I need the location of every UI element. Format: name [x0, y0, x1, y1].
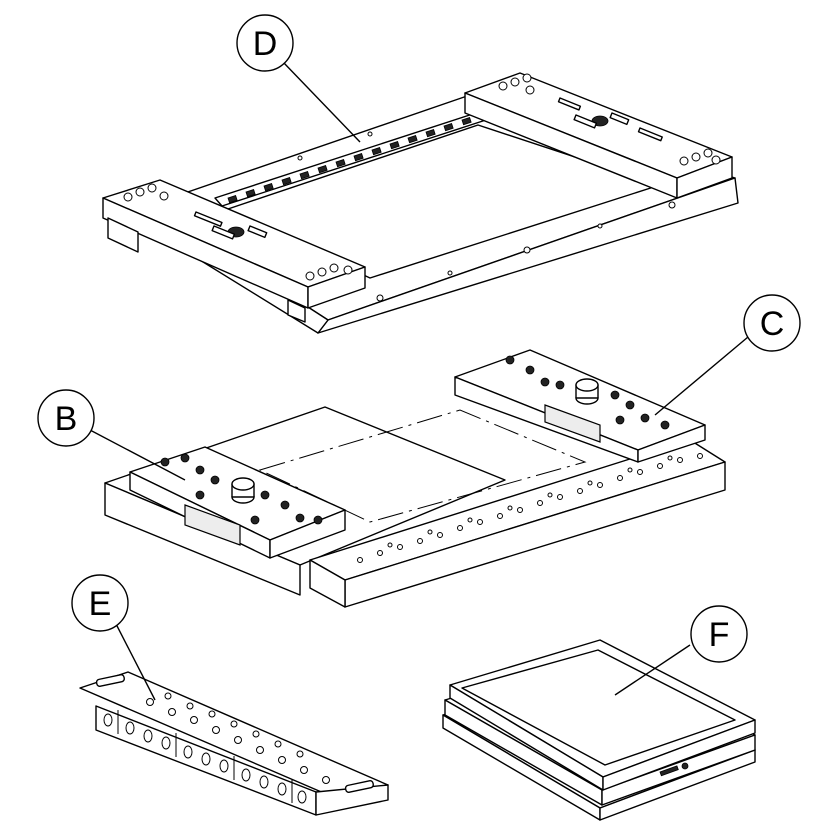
right-clamp-details [498, 73, 721, 166]
tray-bottom-side-right [599, 749, 756, 821]
tray-logo-mark [659, 762, 689, 777]
callout-f-label: F [709, 616, 730, 654]
callout-d-label: D [253, 25, 278, 63]
callout-d: D [236, 14, 294, 72]
part-bc-base-assembly [104, 349, 726, 608]
right-base-end [309, 559, 346, 608]
left-clamp-foot [107, 217, 139, 253]
tray-top-side-right [602, 719, 756, 791]
callout-leaders [89, 61, 749, 701]
callout-e: E [71, 574, 129, 632]
right-clamp-bar-side [676, 156, 733, 199]
rail-top-holes [146, 692, 330, 784]
frame-holes [297, 131, 676, 302]
leader-c [654, 336, 749, 416]
tray-inner-floor [461, 649, 736, 766]
part-e-hole-rail [79, 671, 389, 816]
part-f-tray [442, 639, 756, 821]
rack-teeth [227, 117, 472, 204]
callout-e-label: E [89, 585, 112, 623]
rail-slot-right [344, 780, 374, 793]
left-clamp-details [123, 183, 353, 281]
callout-c-label: C [760, 305, 785, 343]
clamp-b [129, 446, 346, 559]
tray-middle-side-right [601, 734, 756, 806]
part-d-frame-assembly [102, 72, 739, 334]
clamp-c [454, 349, 706, 463]
callout-b: B [37, 389, 95, 447]
callout-c: C [743, 294, 801, 352]
callout-f: F [690, 605, 748, 663]
leader-d [282, 61, 361, 143]
leader-f [614, 644, 691, 696]
base-plate-holes [357, 453, 703, 563]
leader-e [114, 621, 156, 701]
rail-front-holes [103, 710, 307, 804]
callout-b-label: B [55, 400, 78, 438]
rail-slot-left [95, 674, 125, 687]
left-clamp-foot-rear [287, 299, 306, 323]
leader-b [89, 429, 186, 481]
